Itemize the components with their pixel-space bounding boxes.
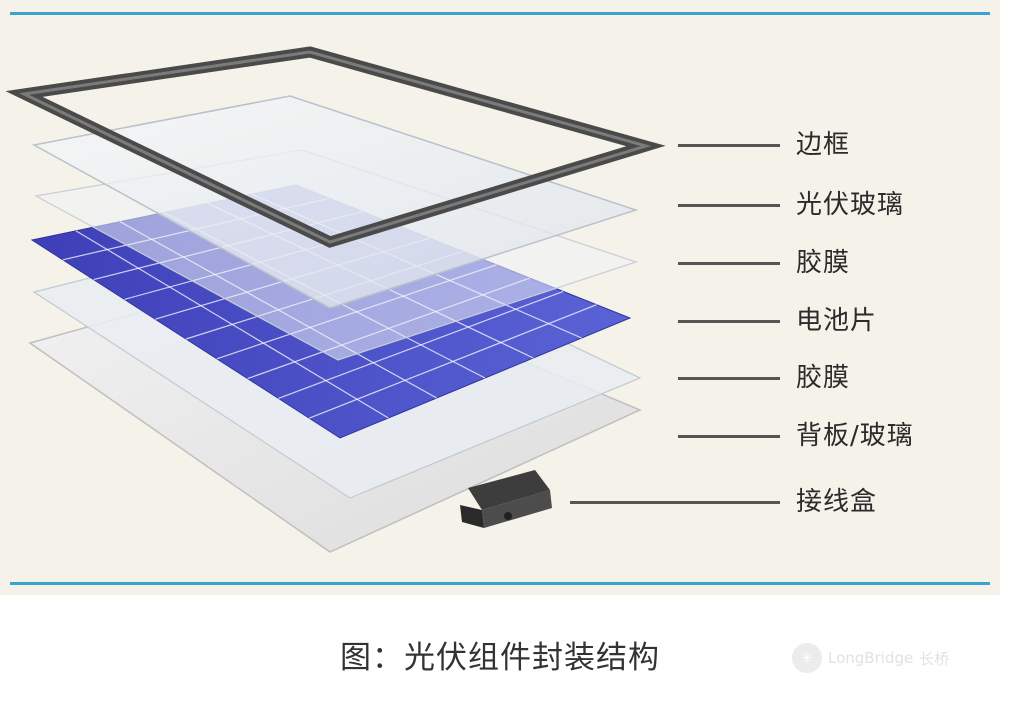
watermark-brand: LongBridge [828, 649, 914, 667]
watermark: ✳ LongBridge 长桥 [792, 643, 949, 673]
cell-grid-line [308, 304, 597, 419]
top-rule [10, 12, 990, 15]
diagram-figure: 边框 光伏玻璃 胶膜 电池片 胶膜 背板/玻璃 接线盒 [0, 0, 1000, 595]
label-cells: 电池片 [796, 306, 878, 336]
leader-line-backsheet [678, 435, 780, 438]
label-glass: 光伏玻璃 [796, 190, 905, 220]
leader-line-frame [678, 144, 780, 147]
leader-line-junction-box [570, 501, 780, 504]
exploded-module-illustration [5, 46, 666, 553]
leader-line-cells [678, 320, 780, 323]
label-film-bottom: 胶膜 [796, 363, 851, 393]
leader-line-glass [678, 204, 780, 207]
cell-grid-line [278, 290, 564, 399]
leader-line-film-top [678, 262, 780, 265]
junction-box-shape [460, 470, 552, 528]
longbridge-logo-icon: ✳ [792, 643, 822, 673]
watermark-brand-cn: 长桥 [919, 649, 950, 668]
label-backsheet: 背板/玻璃 [796, 421, 914, 451]
figure-caption: 图：光伏组件封装结构 [340, 640, 660, 676]
leader-line-film-bottom [678, 377, 780, 380]
label-junction-box: 接线盒 [796, 487, 878, 517]
label-film-top: 胶膜 [796, 248, 851, 278]
label-frame: 边框 [796, 130, 851, 160]
bottom-rule [10, 582, 990, 585]
glass-layer [31, 95, 639, 309]
